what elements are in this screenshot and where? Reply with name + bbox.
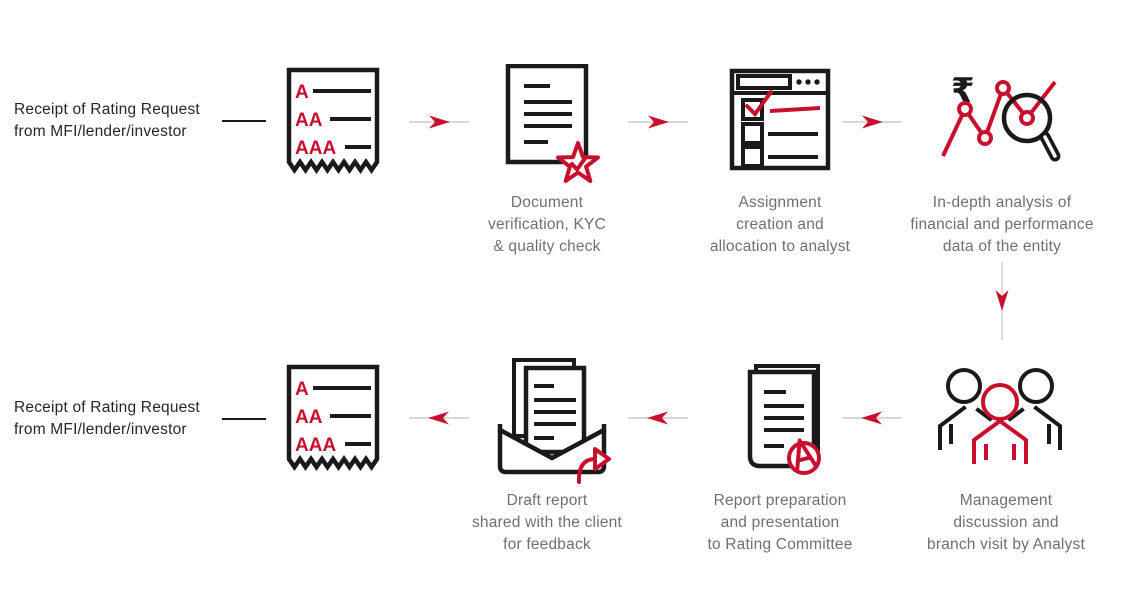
draft-report-envelope-icon <box>494 356 612 484</box>
rating-receipt-icon: A AA AAA <box>285 363 381 475</box>
end-label-line1: Receipt of Rating Request <box>14 399 200 416</box>
flow-arrow-right-icon <box>628 114 688 130</box>
step-caption-analysis: In-depth analysis of financial and perfo… <box>910 194 1094 255</box>
step-caption-report: Report preparation and presentation to R… <box>707 492 853 553</box>
financial-analysis-icon: ₹ <box>933 56 1073 184</box>
label-connector-line <box>222 418 266 420</box>
star-check-icon <box>556 141 600 183</box>
end-label: Receipt of Rating Request from MFI/lende… <box>14 397 224 441</box>
rating-grade-aaa: AAA <box>295 138 336 159</box>
rupee-symbol: ₹ <box>951 71 975 111</box>
rating-report-icon <box>732 360 832 482</box>
step-caption-verification: Document verification, KYC & quality che… <box>488 194 606 255</box>
flow-arrow-down-icon <box>994 262 1010 340</box>
step-caption-draft: Draft report shared with the client for … <box>471 492 622 553</box>
flow-arrow-left-icon <box>628 410 688 426</box>
flow-arrow-right-icon <box>409 114 469 130</box>
end-label-line2: from MFI/lender/investor <box>14 421 187 438</box>
start-label: Receipt of Rating Request from MFI/lende… <box>14 99 224 143</box>
rating-grade-a: A <box>295 379 309 400</box>
start-label-line1: Receipt of Rating Request <box>14 101 200 118</box>
rating-grade-aa: AA <box>295 110 323 131</box>
flow-arrow-left-icon <box>842 410 902 426</box>
red-checkmark-icon <box>745 90 773 118</box>
flow-arrow-right-icon <box>842 114 902 130</box>
label-connector-line <box>222 120 266 122</box>
rating-receipt-icon: A AA AAA <box>285 66 381 178</box>
document-verification-icon <box>500 64 600 186</box>
flow-arrow-left-icon <box>409 410 469 426</box>
assignment-checklist-icon <box>728 68 832 172</box>
rating-grade-aaa: AAA <box>295 435 336 456</box>
share-arrow-icon <box>576 457 596 484</box>
step-caption-management: Management discussion and branch visit b… <box>927 492 1085 553</box>
step-caption-assignment: Assignment creation and allocation to an… <box>709 194 851 255</box>
magnifier-icon <box>1001 92 1053 144</box>
management-discussion-icon <box>932 368 1068 466</box>
start-label-line2: from MFI/lender/investor <box>14 123 187 140</box>
rating-grade-a: A <box>295 82 309 103</box>
rating-grade-aa: AA <box>295 407 323 428</box>
